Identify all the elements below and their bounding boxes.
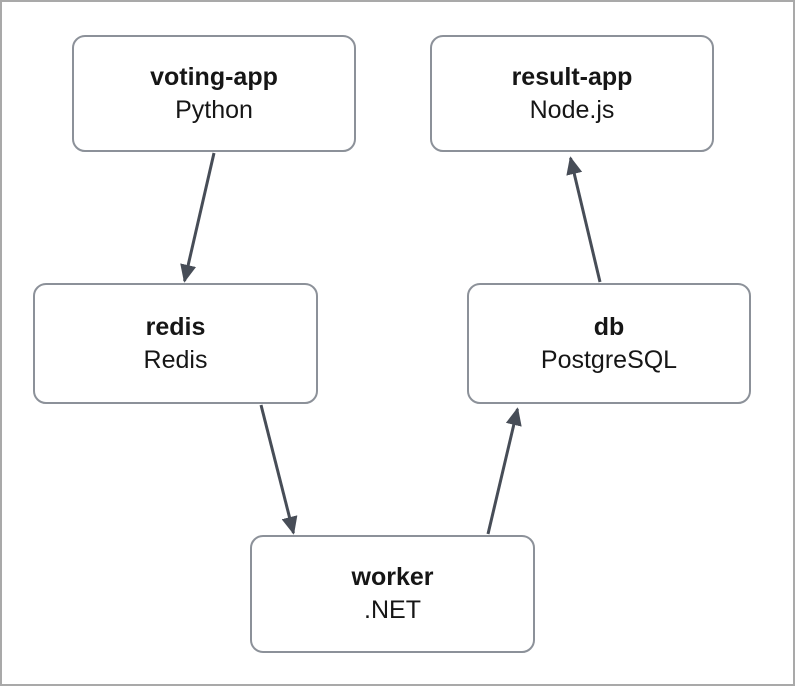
edge-db-to-result-app bbox=[566, 156, 602, 283]
edge-redis-to-worker bbox=[259, 404, 298, 535]
node-subtitle: PostgreSQL bbox=[540, 345, 678, 374]
node-subtitle: Node.js bbox=[529, 95, 615, 124]
node-title: db bbox=[593, 312, 625, 341]
node-result-app[interactable]: result-app Node.js bbox=[430, 35, 714, 152]
node-voting-app[interactable]: voting-app Python bbox=[72, 35, 356, 152]
node-title: voting-app bbox=[150, 62, 278, 91]
node-title: result-app bbox=[511, 62, 633, 91]
edge-voting-app-to-redis bbox=[180, 152, 216, 283]
node-subtitle: Python bbox=[175, 95, 253, 124]
node-subtitle: Redis bbox=[143, 345, 208, 374]
node-title: redis bbox=[145, 312, 206, 341]
node-worker[interactable]: worker .NET bbox=[250, 535, 535, 653]
edge-worker-to-db bbox=[486, 407, 522, 535]
node-subtitle: .NET bbox=[364, 596, 421, 624]
node-redis[interactable]: redis Redis bbox=[33, 283, 318, 404]
node-title: worker bbox=[351, 563, 434, 591]
node-db[interactable]: db PostgreSQL bbox=[467, 283, 751, 404]
